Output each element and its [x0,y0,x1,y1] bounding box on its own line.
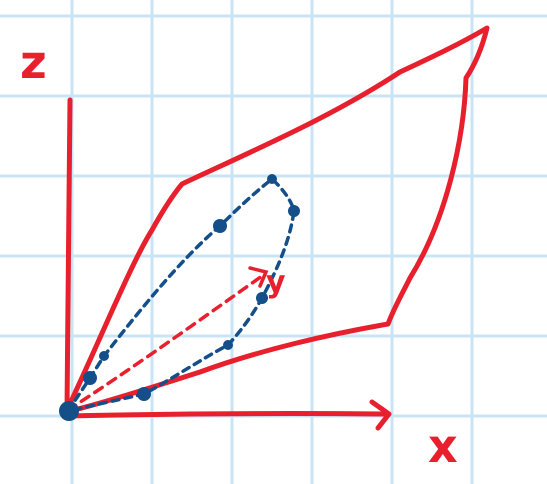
x-axis-arrowhead [369,399,392,431]
curve-point [137,387,151,401]
vector-y-label: y [266,265,286,300]
z-axis-line [64,97,73,415]
curve-point [267,174,277,184]
x-axis [63,399,392,431]
vector-y-shaft [66,274,264,412]
curve-point [99,351,109,361]
curve-point [213,219,227,233]
dashed-vector-y [66,266,269,412]
curve-points [59,174,300,421]
plane-edge [63,25,490,415]
curve-point [83,371,97,385]
vector-y-arrowhead [248,266,269,288]
curve-point [256,292,268,304]
origin-point [59,401,79,421]
x-axis-label: x [428,419,458,473]
curve-point [223,340,233,350]
x-axis-line [63,411,389,419]
curve-point [288,205,300,217]
z-axis-label: z [20,35,47,89]
plane-outline [63,25,490,415]
